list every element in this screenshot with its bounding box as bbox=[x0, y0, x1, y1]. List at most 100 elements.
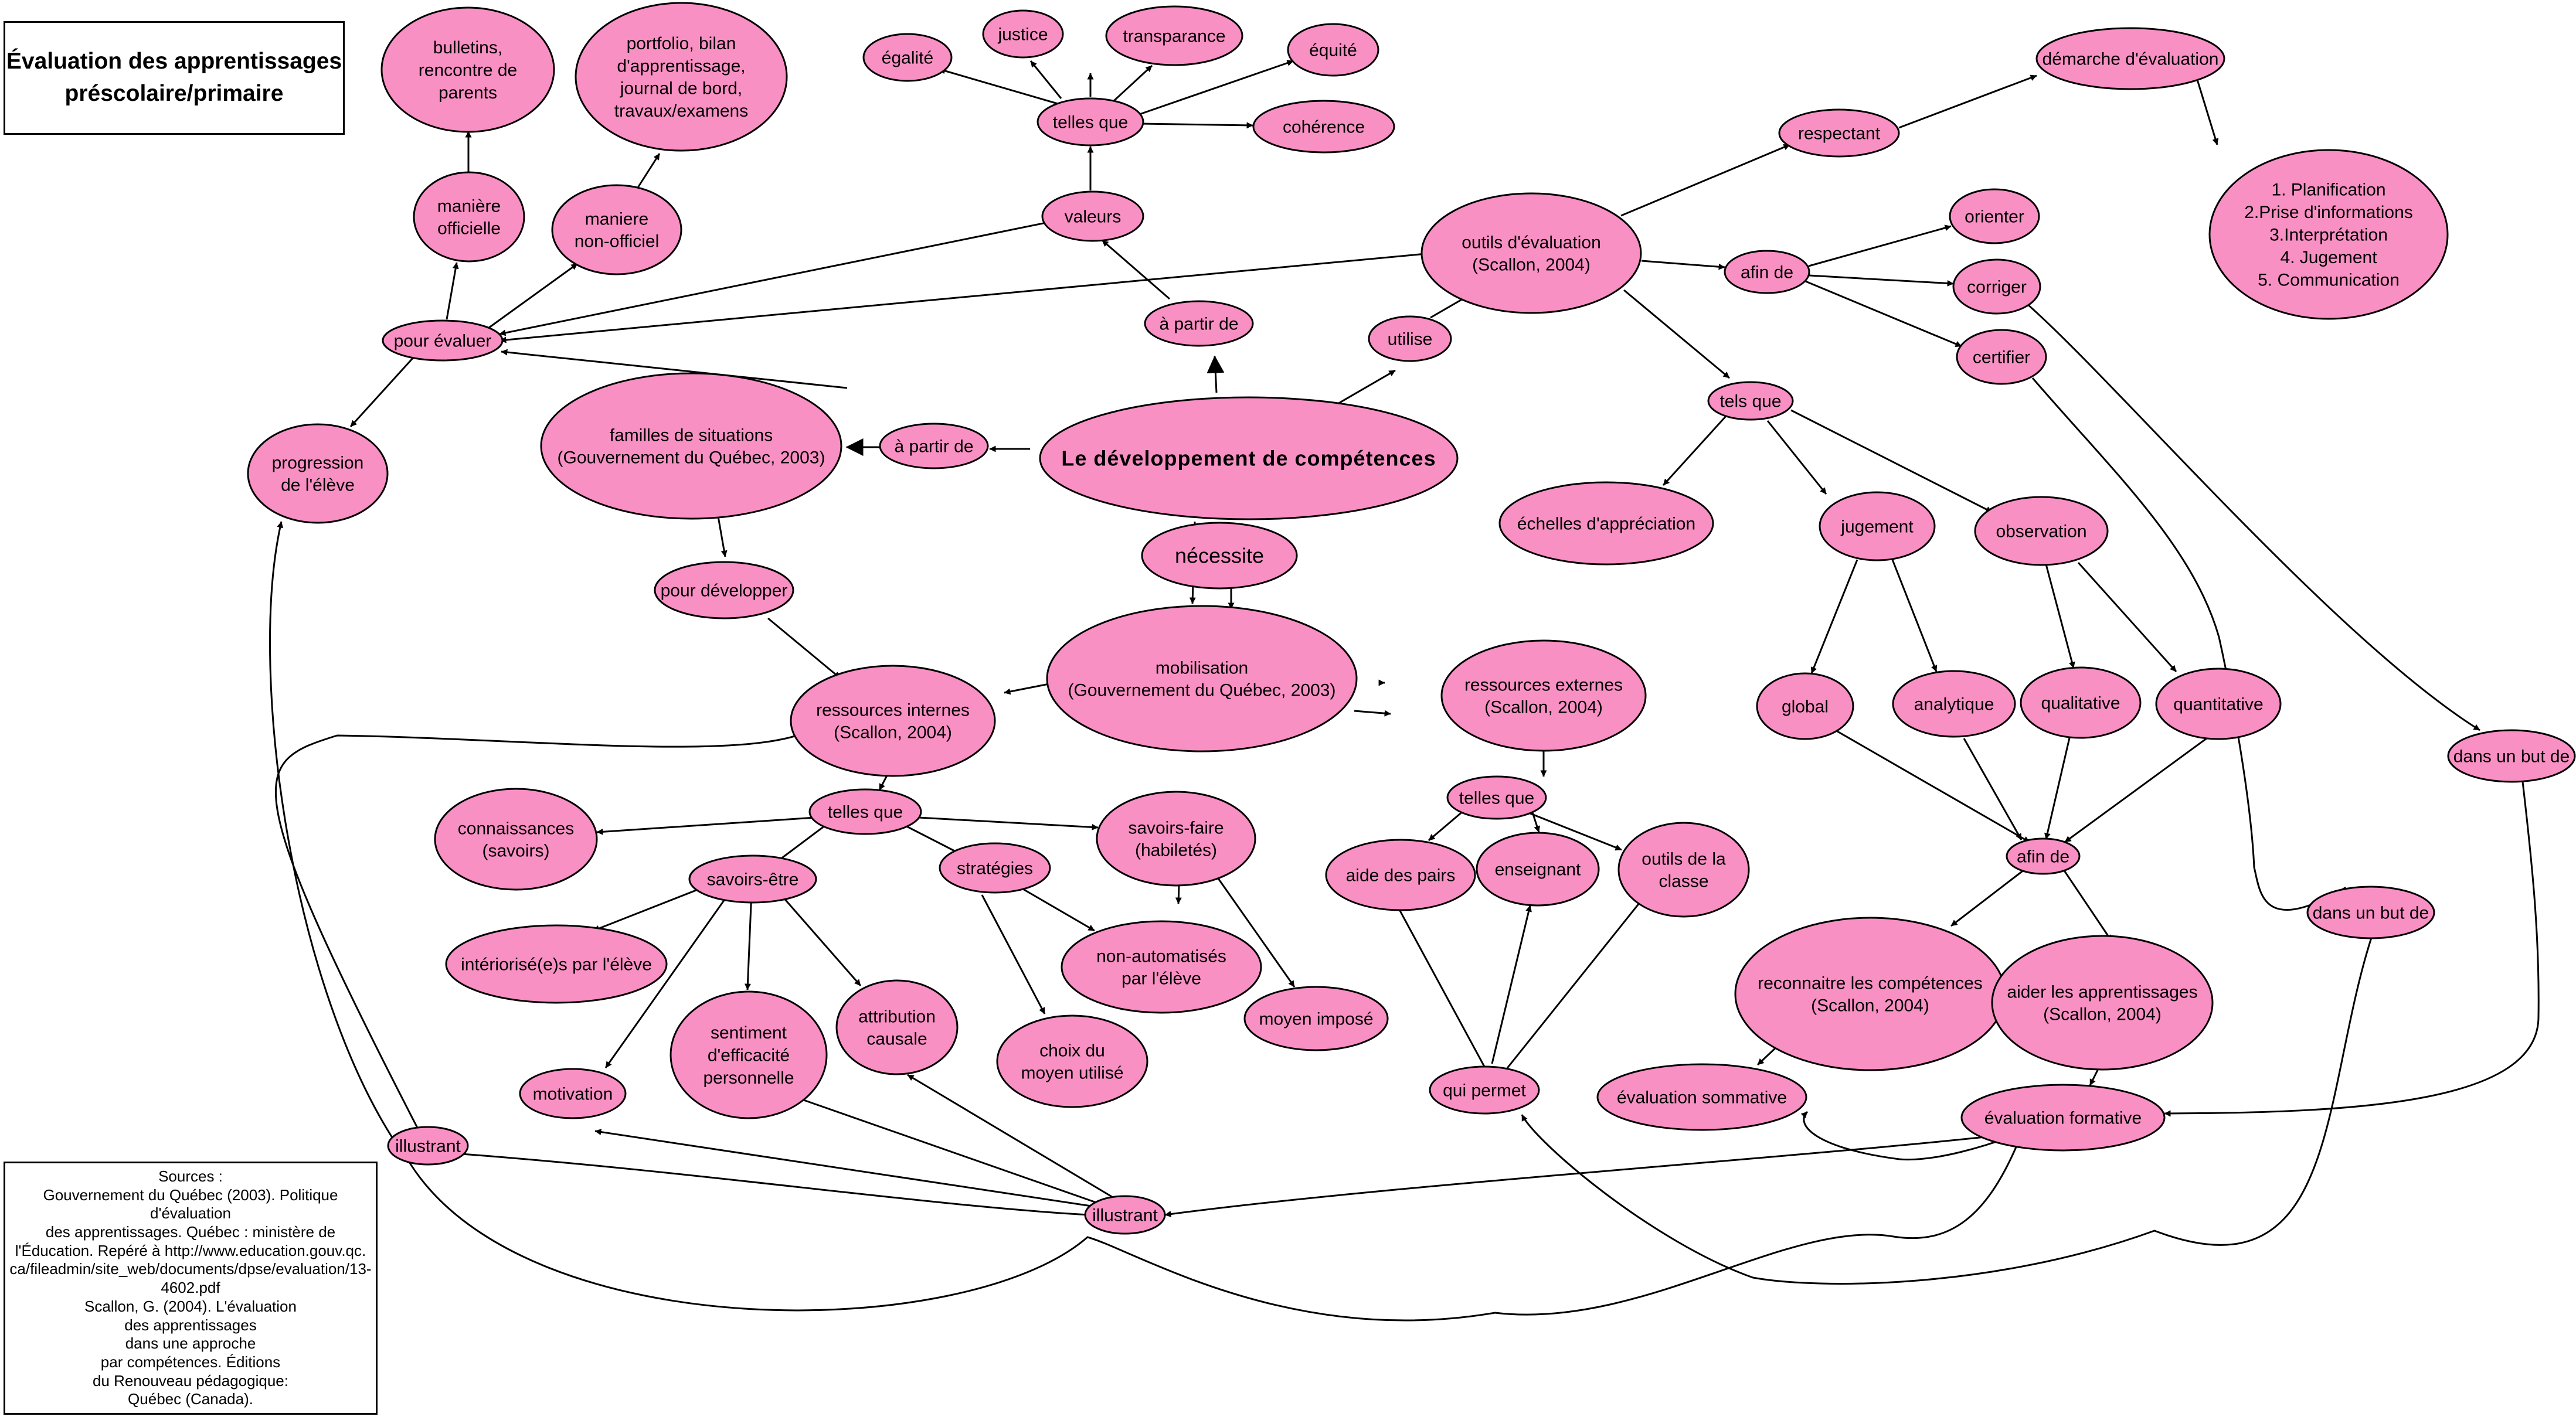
node-label: échelles d'appréciation bbox=[1517, 515, 1695, 534]
node-afin-de-eval: afin de bbox=[2006, 837, 2081, 875]
node-dans-un-but-de-1: dans un but de bbox=[2447, 729, 2576, 783]
node-global: global bbox=[1756, 672, 1854, 740]
map-title: Évaluation des apprentissages préscolair… bbox=[4, 21, 345, 135]
node-shape bbox=[551, 184, 682, 275]
node-interiorise: intériorisé(e)s par l'élève bbox=[445, 924, 668, 1004]
node-label: corriger bbox=[1967, 278, 2027, 297]
connector-58 bbox=[461, 1153, 1100, 1218]
connector-72 bbox=[1011, 881, 1095, 932]
node-label: quantitative bbox=[2173, 695, 2263, 714]
connector-10 bbox=[939, 67, 1061, 105]
connector-30 bbox=[2196, 79, 2219, 145]
connector-52 bbox=[2164, 781, 2540, 1117]
connector-48 bbox=[1950, 869, 2025, 927]
node-label: cohérence bbox=[1283, 118, 1365, 137]
connector-73 bbox=[1175, 885, 1182, 904]
node-label: familles de situations(Gouvernement du Q… bbox=[558, 425, 825, 467]
node-pour-evaluer: pour évaluer bbox=[382, 319, 504, 362]
node-label: ressources externes(Scallon, 2004) bbox=[1464, 675, 1623, 717]
node-reconnaitre: reconnaitre les compétences(Scallon, 200… bbox=[1734, 917, 2006, 1071]
node-label: observation bbox=[1996, 522, 2086, 542]
node-label: pour évaluer bbox=[394, 332, 492, 351]
connector-13 bbox=[1134, 60, 1294, 117]
node-label: telles que bbox=[1459, 789, 1534, 808]
node-shape bbox=[2035, 27, 2225, 90]
node-shape bbox=[1892, 670, 2016, 738]
node-shape bbox=[1252, 100, 1395, 154]
connector-33 bbox=[1809, 274, 1954, 287]
connector-60 bbox=[594, 1129, 1100, 1208]
connector-53 bbox=[1521, 377, 2373, 1285]
node-label: afin de bbox=[1741, 263, 1793, 282]
node-equite: équité bbox=[1287, 23, 1379, 77]
connector-41 bbox=[1891, 559, 1938, 672]
node-label: évaluation formative bbox=[1984, 1109, 2142, 1128]
node-shape bbox=[808, 788, 922, 835]
connector-70 bbox=[604, 889, 733, 1068]
node-enseignant: enseignant bbox=[1476, 832, 1600, 907]
node-shape bbox=[1096, 791, 1256, 887]
node-shape bbox=[1420, 192, 1642, 314]
node-shape bbox=[1446, 775, 1547, 820]
connector-21 bbox=[349, 349, 421, 428]
connector-12 bbox=[1113, 64, 1153, 102]
node-label: Le développement de compétences bbox=[1061, 447, 1436, 471]
node-jugement: jugement bbox=[1819, 491, 1936, 561]
connector-49 bbox=[2062, 869, 2113, 942]
node-shape bbox=[575, 2, 788, 152]
node-label: transparance bbox=[1123, 27, 1225, 46]
node-telles-que-valeurs: telles que bbox=[1036, 97, 1144, 147]
node-label: telles que bbox=[828, 803, 903, 822]
node-shape bbox=[1952, 258, 2041, 315]
connector-66 bbox=[918, 816, 1099, 830]
node-label: ressources internes(Scallon, 2004) bbox=[816, 700, 970, 742]
connector-67 bbox=[593, 883, 712, 932]
connector-40 bbox=[1810, 559, 1858, 674]
node-shape bbox=[1949, 188, 2040, 244]
node-label: à partir de bbox=[894, 437, 973, 457]
node-shape bbox=[1325, 839, 1476, 911]
connector-15 bbox=[499, 219, 1061, 336]
node-label: qualitative bbox=[2041, 694, 2120, 713]
node-label: savoirs-être bbox=[707, 870, 799, 890]
node-label: reconnaitre les compétences(Scallon, 200… bbox=[1758, 973, 1983, 1015]
node-afin-de-outils: afin de bbox=[1724, 250, 1810, 294]
node-label: orienter bbox=[1965, 207, 2024, 227]
connector-39 bbox=[1790, 409, 1993, 513]
connector-81 bbox=[1503, 896, 1646, 1073]
node-label: outils d'évaluation(Scallon, 2004) bbox=[1462, 233, 1601, 274]
connector-69 bbox=[777, 891, 862, 986]
node-shape bbox=[862, 33, 953, 82]
node-shape bbox=[519, 1068, 627, 1119]
node-shape bbox=[1756, 672, 1854, 740]
node-label: telles que bbox=[1053, 113, 1128, 132]
node-shape bbox=[2006, 837, 2081, 875]
connector-54 bbox=[2022, 299, 2480, 731]
node-shape bbox=[1724, 250, 1810, 294]
node-label: équité bbox=[1309, 41, 1357, 60]
connector-46 bbox=[2044, 737, 2071, 840]
node-shape bbox=[1956, 329, 2047, 385]
node-shape bbox=[1778, 108, 1900, 158]
connector-35 bbox=[499, 252, 1433, 343]
node-label: nécessite bbox=[1175, 544, 1264, 568]
connector-79 bbox=[1391, 896, 1486, 1067]
connector-57 bbox=[269, 521, 2018, 1322]
node-eval-sommative: évaluation sommative bbox=[1596, 1063, 1807, 1131]
node-label: enseignant bbox=[1495, 860, 1581, 880]
node-motivation: motivation bbox=[519, 1068, 627, 1119]
node-label: justice bbox=[997, 25, 1048, 45]
connector-71 bbox=[981, 894, 1046, 1014]
connector-82 bbox=[274, 730, 810, 1138]
connector-31 bbox=[1641, 260, 1725, 270]
node-shape bbox=[1243, 986, 1389, 1051]
node-label: tels que bbox=[1719, 392, 1781, 411]
node-shape bbox=[982, 9, 1064, 59]
